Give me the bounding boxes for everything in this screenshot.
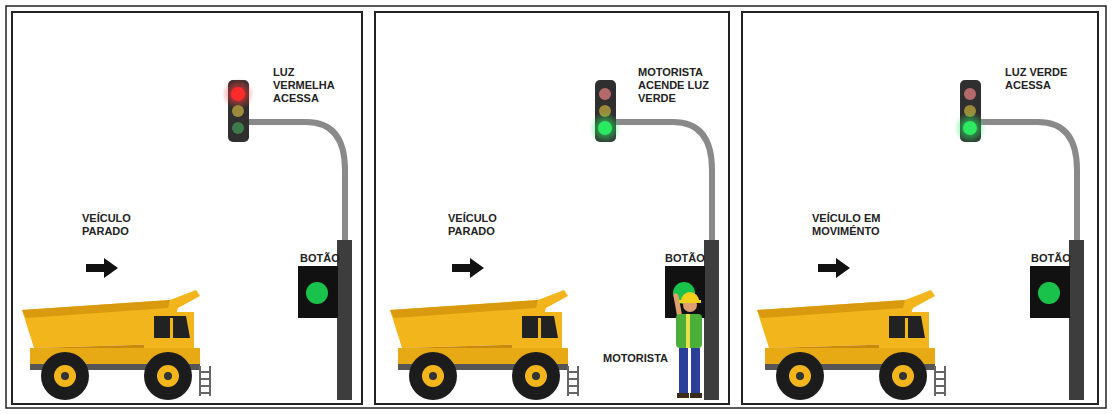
light-status-label: LUZ VERMELHA ACESSA — [273, 66, 343, 105]
button-label: BOTÃO — [1031, 252, 1081, 265]
button-label: BOTÃO — [300, 252, 350, 265]
light-status-label: MOTORISTA ACENDE LUZ VERDE — [638, 66, 713, 105]
button-label: BOTÃO — [665, 252, 715, 265]
vehicle-status-label: VEÍCULO PARADO — [82, 212, 152, 238]
vehicle-status-label: VEÍCULO PARADO — [448, 212, 518, 238]
vehicle-status-label: VEÍCULO EM MOVIMÉNTO — [812, 212, 912, 238]
light-status-label: LUZ VERDE ACESSA — [1005, 66, 1075, 92]
driver-figure — [676, 292, 702, 398]
person-label: MOTORISTA — [603, 352, 669, 365]
